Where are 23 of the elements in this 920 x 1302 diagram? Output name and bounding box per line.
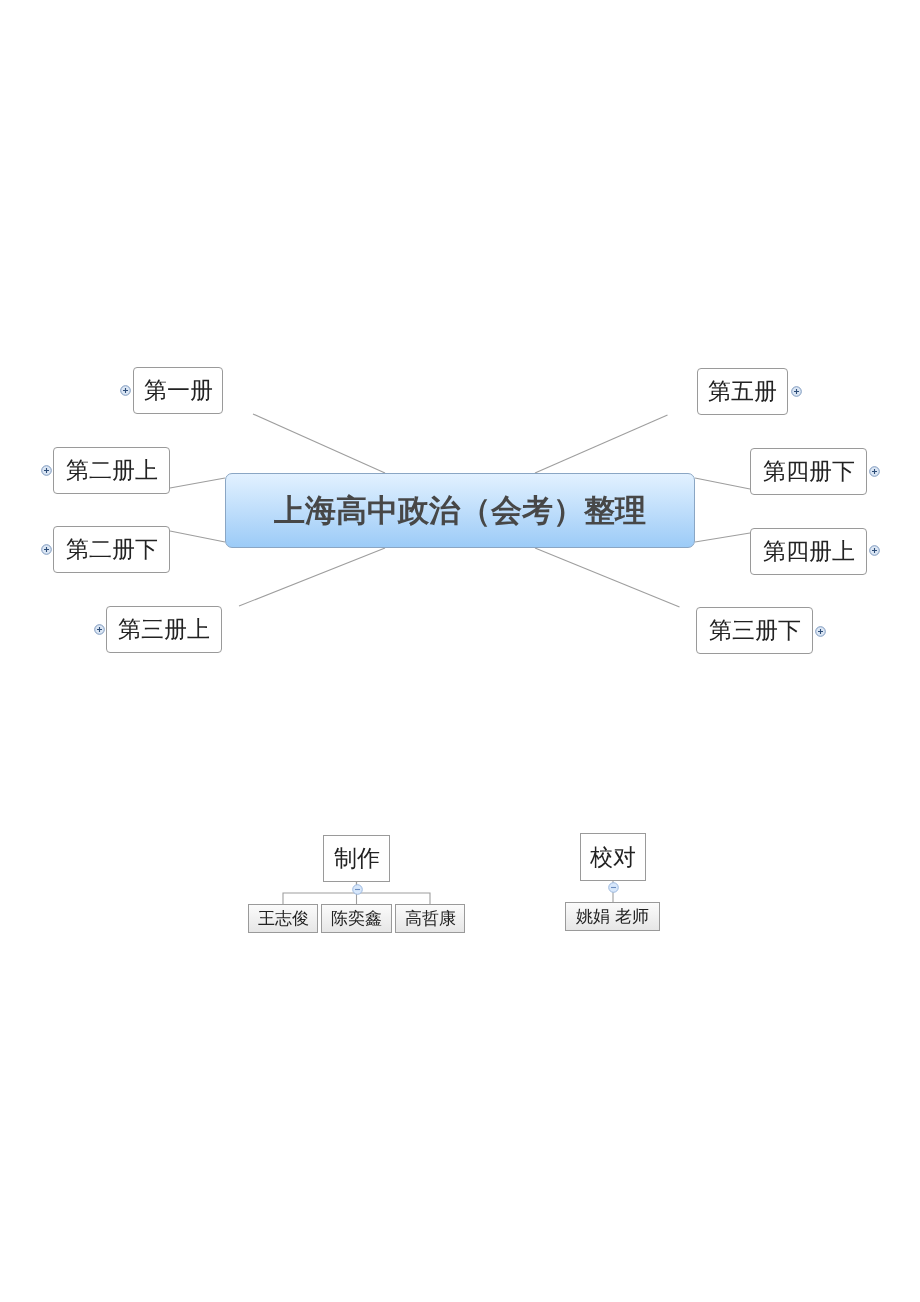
connector-line bbox=[694, 477, 751, 490]
connector-line bbox=[238, 547, 386, 607]
connector-line bbox=[252, 413, 386, 474]
central-topic-box: 上海高中政治（会考）整理 bbox=[225, 473, 695, 548]
heading-box: 校对 bbox=[580, 833, 646, 881]
connector-line bbox=[534, 547, 681, 608]
topic-box: 第三册上 bbox=[106, 606, 222, 653]
name-box: 高哲康 bbox=[395, 904, 465, 933]
topic-box: 第三册下 bbox=[696, 607, 813, 654]
connector-line bbox=[534, 414, 669, 474]
name-box: 王志俊 bbox=[248, 904, 318, 933]
topic-box: 第五册 bbox=[697, 368, 788, 415]
connector-line bbox=[169, 530, 226, 543]
topic-box: 第四册上 bbox=[750, 528, 867, 575]
topic-box: 第四册下 bbox=[750, 448, 867, 495]
heading-box: 制作 bbox=[323, 835, 390, 882]
name-box: 陈奕鑫 bbox=[321, 904, 392, 933]
name-box: 姚娟 老师 bbox=[565, 902, 660, 931]
topic-box: 第二册上 bbox=[53, 447, 170, 494]
topic-box: 第一册 bbox=[133, 367, 223, 414]
topic-box: 第二册下 bbox=[53, 526, 170, 573]
connector-line bbox=[694, 532, 751, 543]
connector-line bbox=[169, 477, 226, 489]
